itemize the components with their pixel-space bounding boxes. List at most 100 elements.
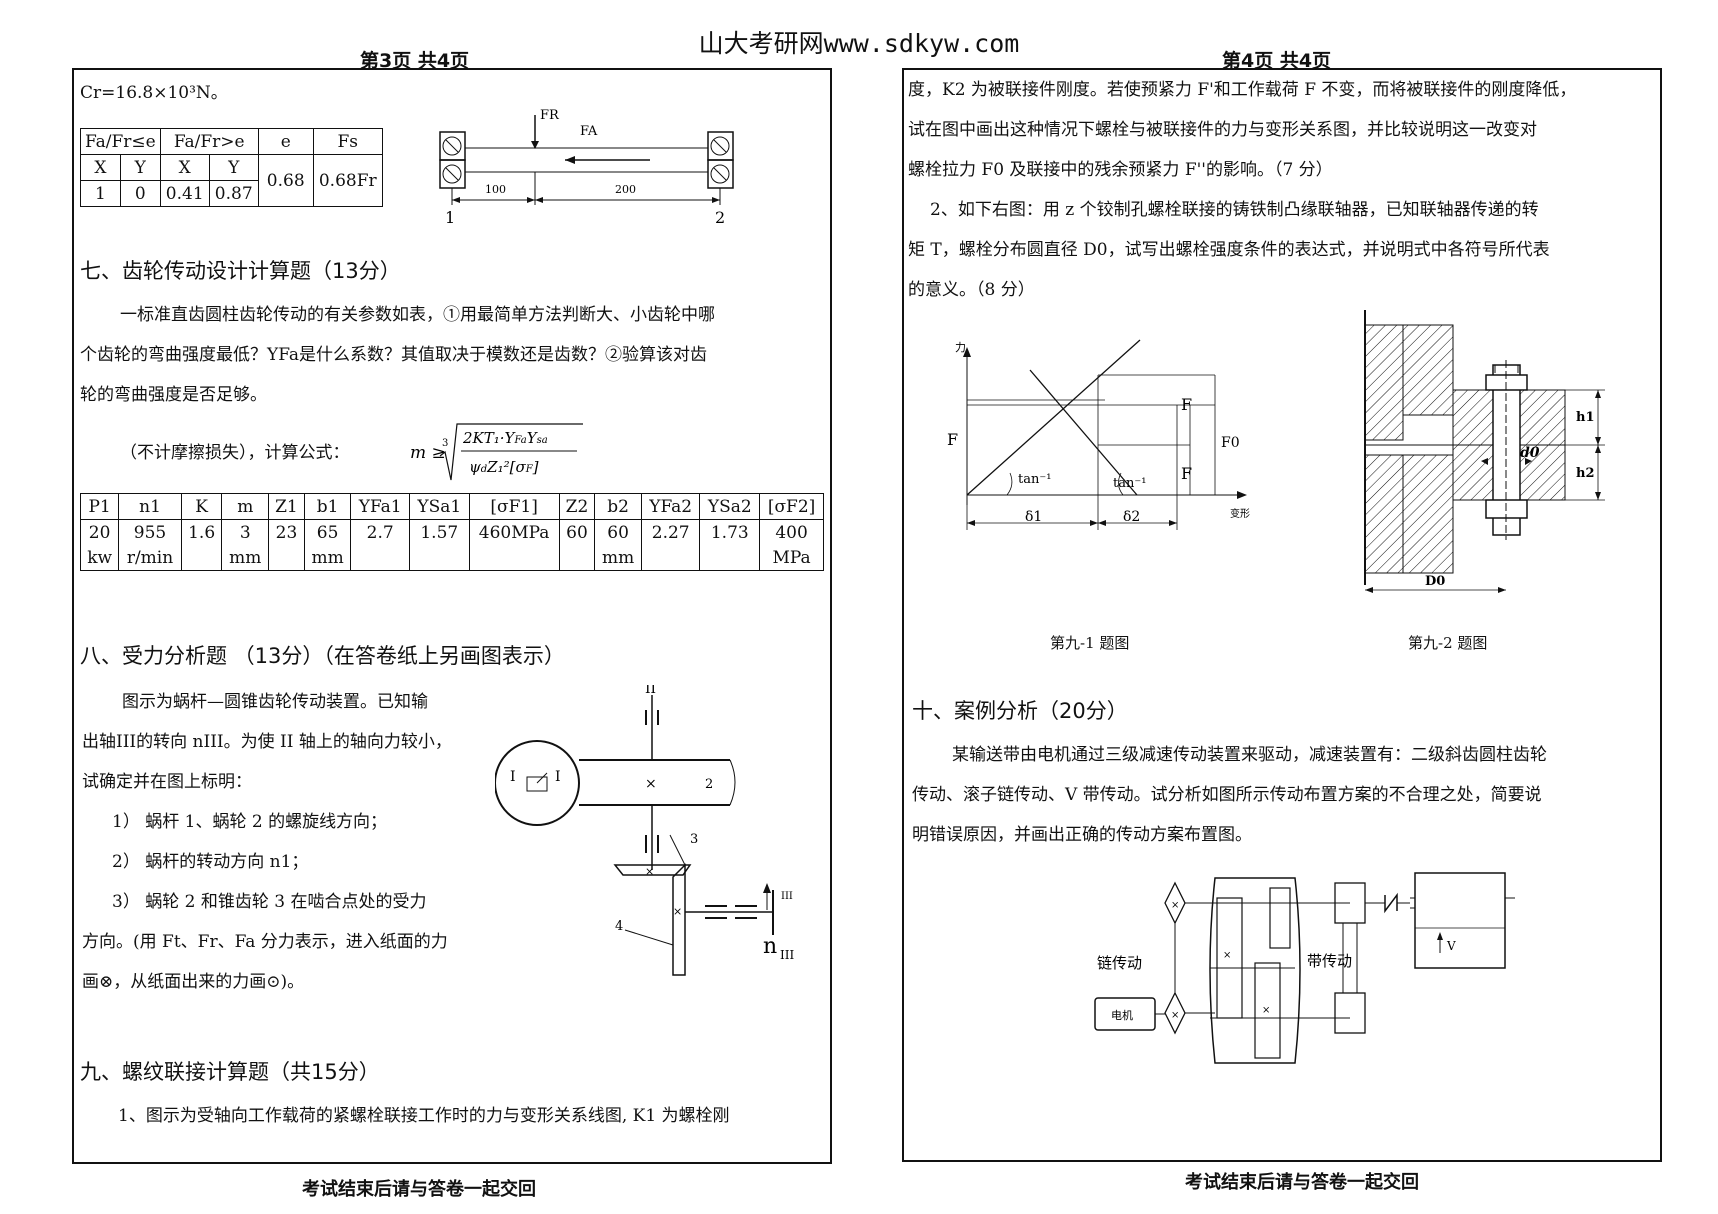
val-b2: 60 [594,519,642,545]
val-p1: 20 [79,519,120,545]
svg-text:ψdZ₁²[σF]: ψdZ₁²[σF] [469,458,539,476]
unit-b1: mm [303,545,352,571]
unit-yfa1 [350,545,410,571]
bearing-1-label: 1 [445,208,455,227]
sec8-line2: 出轴III的转向 nIII。为使 II 轴上的轴向力较小， [82,732,452,752]
sec8-line5: 2） 蜗杆的转动方向 n1； [112,852,309,872]
th-b1: b1 [303,493,352,520]
gear-table-units: kw r/min mm mm mm MPa [79,545,824,571]
belt-drive-label: 带传动 [1307,952,1352,970]
svg-text:m ≥: m ≥ [410,443,446,463]
left-footer: 考试结束后请与答卷一起交回 [302,1179,536,1200]
val-z1: 23 [268,519,305,545]
cell-x1: 1 [80,180,121,207]
right-page-frame [902,68,1662,1162]
chain-drive-label: 链传动 [1097,954,1142,972]
cell-y1: 0 [119,180,161,207]
unit-p1: kw [79,545,120,571]
h1-label: h1 [1576,410,1595,425]
section7-body: 一标准直齿圆柱齿轮传动的有关参数如表，①用最简单方法判断大、小齿轮中哪 个齿轮的… [80,295,825,415]
th-fs: Fs [312,128,383,155]
bending-formula: m ≥ 3 2KT₁·YFaYsa ψdZ₁²[σF] [410,423,583,481]
shaft-III-label: III [781,891,793,902]
svg-text:×: × [1223,950,1231,961]
site-title: 山大考研网www.sdkyw.com [698,29,1020,58]
sec8-line4: 1） 蜗杆 1、蜗轮 2 的螺旋线方向； [112,812,388,832]
svg-text:×: × [673,905,682,918]
section8-body: 图示为蜗杆—圆锥齿轮传动装置。已知输 出轴III的转向 nIII。为使 II 轴… [82,682,452,1002]
unit-sf1 [468,545,560,571]
val-sf2: 400 [759,519,824,545]
unit-ysa1 [408,545,470,571]
val-yfa1: 2.7 [350,519,410,545]
bevel-4-label: 4 [615,919,623,934]
gear-table-values: 20 955 1.6 3 23 65 2.7 1.57 460MPa 60 60… [79,519,824,545]
unit-yfa2 [640,545,701,571]
th-sf1: [σF1] [468,493,560,520]
e-value: 0.68 [257,154,314,207]
r-line4: 2、如下右图：用 z 个铰制孔螺栓联接的铸铁制凸缘联轴器，已知联轴器传递的转 [930,200,1539,220]
dim-200: 200 [615,183,636,196]
sec8-line1: 图示为蜗杆—圆锥齿轮传动装置。已知输 [122,692,428,712]
worm-I-right-label: I [555,769,561,785]
f-top-label: F [1181,395,1192,414]
cell-x2: 0.41 [159,180,210,207]
motor-label: 电机 [1111,1008,1133,1022]
val-n1: 955 [118,519,182,545]
dim-100: 100 [485,183,506,196]
th-p1: P1 [79,493,120,520]
r-line5: 矩 T，螺栓分布圆直径 D0，试写出螺栓强度条件的表达式，并说明式中各符号所代表 [908,240,1550,260]
cell-y2: 0.87 [208,180,259,207]
flange-coupling-diagram: h1 h2 d0 D0 [1364,310,1605,593]
sec10-line1: 某输送带由电机通过三级减速传动装置来驱动，减速装置有：二级斜齿圆柱齿轮 [952,745,1547,765]
sec7-line3: 轮的弯曲强度是否足够。 [80,385,267,405]
th-e: e [257,128,314,155]
delta2-label: δ2 [1123,509,1140,525]
left-page-frame [72,68,832,1164]
section10-body: 某输送带由电机通过三级减速传动装置来驱动，减速装置有：二级斜齿圆柱齿轮 传动、滚… [912,735,1657,855]
sec8-line7: 方向。(用 Ft、Fr、Fa 分力表示，进入纸面的力 [82,932,448,952]
sec9-line1: 1、图示为受轴向工作载荷的紧螺栓联接工作时的力与变形关系线图, K1 为螺栓刚 [118,1106,730,1126]
val-yfa2: 2.27 [640,519,701,545]
r-line6: 的意义。（8 分） [908,280,1035,300]
th-yfa2: YFa2 [640,493,701,520]
unit-m: mm [221,545,270,571]
right-top-body: 度，K2 为被联接件刚度。若使预紧力 F'和工作载荷 F 不变，而将被联接件的刚… [908,70,1656,310]
force-deformation-diagram: 力 变形 F F F0 F tan⁻¹ tan⁻¹ δ1 δ2 [947,339,1250,530]
x-axis-label: 变形 [1230,507,1250,520]
sec7-line1: 一标准直齿圆柱齿轮传动的有关参数如表，①用最简单方法判断大、小齿轮中哪 [120,305,715,325]
fig1-caption: 第九-1 题图 [1050,634,1130,652]
n-output-sub: III [780,948,794,962]
sec10-line2: 传动、滚子链传动、V 带传动。试分析如图所示传动布置方案的不合理之处，简要说 [912,785,1542,805]
unit-n1: r/min [118,545,182,571]
n-output-label: n [763,934,777,959]
section10-title: 十、案例分析（20分） [912,699,1128,723]
sh-x1: X [80,154,121,181]
th-n1: n1 [118,493,182,520]
bevel-3-label: 3 [690,832,698,847]
th-ysa2: YSa2 [699,493,761,520]
th-z1: Z1 [268,493,305,520]
delta1-label: δ1 [1025,509,1042,525]
val-z2: 60 [558,519,596,545]
right-page-header: 第4页 共4页 [1222,50,1332,72]
unit-sf2: MPa [759,545,824,571]
sec8-line8: 画⊗，从纸面出来的力画⊙)。 [82,972,305,992]
unit-k [180,545,223,571]
th-m: m [221,493,270,520]
svg-text:×: × [1171,900,1179,911]
bearing-2-label: 2 [715,208,725,227]
worm-gear-figure: × × × II I I 2 3 4 III n III [495,685,794,976]
th-ysa1: YSa1 [408,493,470,520]
r-line2: 试在图中画出这种情况下螺栓与被联接件的力与变形关系图，并比较说明这一改变对 [908,120,1537,140]
sec8-line6: 3） 蜗轮 2 和锥齿轮 3 在啮合点处的受力 [112,892,427,912]
shaft-II-label: II [645,685,656,697]
tan1-label: tan⁻¹ [1018,472,1051,487]
f-bottom-label: F [1181,464,1192,483]
f-left-label: F [947,430,958,449]
h2-label: h2 [1576,466,1595,481]
unit-z1 [268,545,305,571]
th-sf2: [σF2] [759,493,824,520]
section9-title: 九、螺纹联接计算题（共15分） [80,1060,380,1084]
r-line1: 度，K2 为被联接件刚度。若使预紧力 F'和工作载荷 F 不变，而将被联接件的刚… [908,80,1577,100]
